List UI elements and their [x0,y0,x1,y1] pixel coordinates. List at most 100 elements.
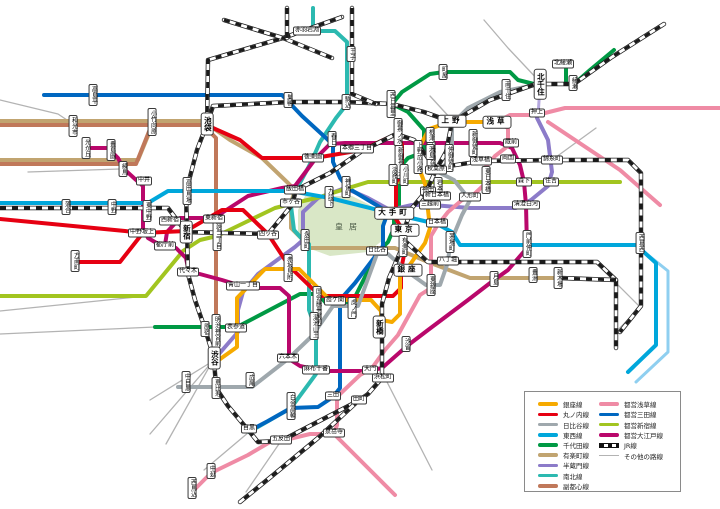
station-label[interactable]: 虎ノ門 [347,297,357,319]
station-label[interactable]: 中延 [206,463,216,479]
station-label[interactable]: 淡路町 [388,164,398,186]
station-label[interactable]: 落合 [61,199,71,215]
station-label[interactable]: 上野広小路 [413,140,423,174]
station-label[interactable]: 高田馬場 [182,177,192,205]
station-label[interactable]: 神保町 [341,176,351,198]
station-label[interactable]: 西葛西 [635,232,645,254]
station-label[interactable]: 白金高輪 [286,392,296,420]
station-label[interactable]: 東日本橋 [481,166,491,194]
station-label[interactable]: 四ッ谷 [256,230,280,240]
station-label[interactable]: 住吉 [542,177,560,187]
station-label[interactable]: 八丁堀 [436,256,460,266]
station-label[interactable]: 大門 [361,365,379,375]
station-label[interactable]: 東中野 [142,200,152,222]
station-label[interactable]: 西日暮里 [386,90,396,118]
station-label[interactable]: 東新宿 [202,214,226,224]
station-label[interactable]: 銀座 [393,263,423,277]
station-label[interactable]: 浅草橋 [469,156,493,166]
station-label[interactable]: 仲御徒町 [444,144,454,172]
station-label[interactable]: 永田町 [300,229,310,251]
station-label[interactable]: 大手町 [374,206,414,220]
station-label[interactable]: 巣鴨 [283,92,293,108]
station-label[interactable]: 新木場 [553,267,563,289]
station-label[interactable]: 新宿 [179,220,193,244]
station-label[interactable]: 新御徒町 [468,129,478,157]
station-label[interactable]: 広尾 [245,372,255,388]
station-label[interactable]: 森下 [515,177,533,187]
station-label[interactable]: 小竹向原 [147,108,157,136]
station-label[interactable]: 月島 [489,271,499,287]
station-label[interactable]: 池袋 [200,112,214,136]
station-label[interactable]: 赤坂見附 [283,254,293,282]
station-label[interactable]: 中井 [135,176,153,186]
station-label[interactable]: 両国 [499,154,517,164]
station-label[interactable]: 御茶ノ水 [393,118,403,146]
station-label[interactable]: 高島平 [88,84,98,106]
station-label[interactable]: 新御茶ノ水 [394,145,404,179]
station-label[interactable]: 日本橋 [425,218,449,228]
station-label[interactable]: 根津 [425,127,435,143]
station-label[interactable]: 中目黒 [181,371,191,393]
station-label[interactable]: 都庁前 [153,241,177,251]
station-label[interactable]: 恵比寿 [211,377,221,399]
station-label[interactable]: 豊島園 [106,139,116,161]
station-label[interactable]: 五反田 [269,435,293,445]
station-label[interactable]: 明治神宮前 [211,314,221,348]
station-label[interactable]: 九段下 [324,186,334,208]
station-label[interactable]: 中野 [107,199,117,215]
station-label[interactable]: 駒込 [341,94,351,110]
station-label[interactable]: 光が丘 [81,137,91,159]
station-label[interactable]: 王子 [346,46,356,62]
station-label[interactable]: 方南町 [70,250,80,272]
station-label[interactable]: 新日本橋 [422,191,452,201]
station-label[interactable]: 和光市 [68,115,78,137]
station-label[interactable]: 代々木 [176,267,200,277]
station-label[interactable]: 清澄白河 [511,200,541,210]
station-label[interactable]: 上野 [437,114,467,128]
station-label[interactable]: 新橋 [372,315,386,339]
station-label[interactable]: 六本木 [276,353,300,363]
station-label[interactable]: 人形町 [458,192,482,202]
station-label[interactable]: 南千住 [501,79,511,101]
station-label[interactable]: 赤羽岩淵 [292,26,322,36]
station-label[interactable]: 北綾瀬 [551,59,575,69]
station-label[interactable]: 目黒 [240,424,258,434]
station-label[interactable]: 後楽園 [301,153,325,163]
station-label[interactable]: 練馬 [118,161,128,177]
station-label[interactable]: 中野坂上 [127,228,157,238]
station-label[interactable]: 押上 [528,108,546,118]
station-label[interactable]: 田町 [350,395,368,405]
station-label[interactable]: 飯田橋 [283,185,307,195]
station-label[interactable]: 東銀座 [426,274,436,296]
station-label[interactable]: 春日 [327,131,337,147]
station-label[interactable]: 青山一丁目 [225,281,261,291]
station-label[interactable]: 表参道 [224,323,248,333]
station-label[interactable]: 有楽町 [398,235,408,257]
station-label[interactable]: 秋葉原 [424,165,448,175]
station-label[interactable]: 汐留 [401,336,411,352]
station-label[interactable]: 西馬込 [187,477,197,499]
station-label[interactable]: 蔵前 [502,138,520,148]
station-label[interactable]: 日比谷 [365,246,389,256]
station-label[interactable]: 北千住 [533,68,547,100]
station-label[interactable]: 溜池山王 [309,312,319,340]
station-label[interactable]: 麻布十番 [301,365,331,375]
station-label[interactable]: 門前仲町 [522,230,532,258]
station-label[interactable]: 湯島 [425,144,435,160]
station-label[interactable]: 原宿 [200,321,210,337]
station-label[interactable]: 小川町 [399,164,409,186]
station-label[interactable]: 錦糸町 [540,155,564,165]
station-label[interactable]: 本郷三丁目 [339,144,375,154]
station-label[interactable]: 豊洲 [528,267,538,283]
station-label[interactable]: 渋谷 [207,346,221,370]
station-label[interactable]: 浜松町 [371,373,395,383]
station-label[interactable]: 町屋 [438,64,448,80]
station-label[interactable]: 茅場町 [445,231,455,253]
station-label[interactable]: 泉岳寺 [322,428,346,438]
station-label[interactable]: 三越前 [418,200,442,210]
station-label[interactable]: 三田 [324,391,342,401]
station-label[interactable]: 浅草 [482,115,512,129]
station-label[interactable]: 綾瀬 [568,75,578,91]
station-label[interactable]: 霞ケ関 [323,296,347,306]
station-label[interactable]: 西新宿 [158,216,182,226]
